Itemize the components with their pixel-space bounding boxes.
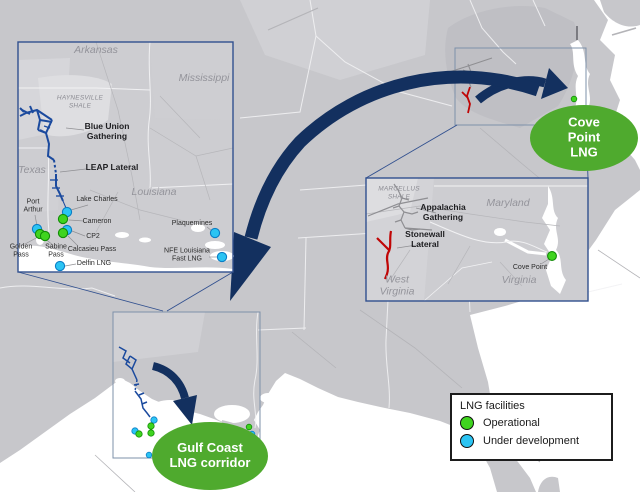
blue-union-gathering-label: Blue Union Gathering [84,121,130,141]
haynesville-shale-label: HAYNESVILLE SHALE [56,94,104,110]
label-lake-charles: Lake Charles [76,195,118,203]
label-plaquemines: Plaquemines [171,219,213,227]
label-cove-point: Cove Point [512,263,548,271]
cove-point-mini-dot [570,95,578,103]
label-leader-lines-2 [396,207,550,265]
legend-label-operational: Operational [483,417,540,429]
cove-point-arrowhead [541,68,568,99]
region-box-appalachia [454,47,587,126]
dot-sabine-pass [39,230,51,242]
state-label-virginia: Virginia [501,274,537,287]
label-delfin-lng: Delfin LNG [76,259,112,267]
legend-dot-operational-icon [460,416,474,430]
label-port-arthur: Port Arthur [23,198,43,214]
dot-plaquemines [209,227,221,239]
legend-item-under-development: Under development [460,434,603,448]
dot-cove-point [547,251,557,261]
state-label-mississippi: Mississippi [178,72,230,85]
dot-delfin-lng [54,260,66,272]
inset-gulf-detail [17,41,234,273]
gulf-corridor-arrow [151,362,189,400]
legend-title: LNG facilities [460,400,525,412]
state-label-arkansas: Arkansas [74,44,118,57]
appalachia-to-gulf-arrow [230,70,541,301]
florida-tip [538,476,560,492]
gulf-coast-callout-label: Gulf Coast LNG corridor [169,440,251,470]
stonewall-lateral-pipeline [376,230,393,280]
inset-appalachia-detail [365,177,589,302]
appalachia-gathering-pipeline [367,183,433,231]
gulf-coast-callout-bubble [152,422,268,490]
state-label-west-virginia: West Virginia [379,273,415,297]
leap-lateral-label: LEAP Lateral [85,162,139,173]
blue-union-pipeline [19,105,67,209]
stonewall-lateral-label: Stonewall Lateral [405,229,445,249]
state-label-maryland: Maryland [486,197,530,210]
marcellus-shale-label: MARCELLUS SHALE [378,185,420,201]
cove-point-callout-bubble [530,105,638,171]
label-cp2: CP2 [86,232,100,240]
label-golden-pass: Golden Pass [9,243,33,259]
northeast-land [600,0,640,27]
gulf-regionbox-shading [113,312,205,362]
legend: LNG facilities Operational Under develop… [450,393,613,461]
state-label-texas: Texas [18,164,46,177]
legend-label-under-development: Under development [483,435,580,447]
label-calcasieu-pass: Calcasieu Pass [67,245,117,253]
dot-nfe-louisiana [216,251,228,263]
legend-dot-under-development-icon [460,434,474,448]
appalachia-gathering-label: Appalachia Gathering [420,202,466,222]
gulf-corridor-arrowhead [173,395,197,425]
dot-cameron [57,213,69,225]
dot-calcasieu-pass [57,227,69,239]
light-region-north [240,0,430,80]
label-cameron: Cameron [82,217,112,225]
label-sabine-pass: Sabine Pass [45,243,67,259]
cove-point-callout-label: Cove Point LNG [567,114,601,160]
legend-item-operational: Operational [460,416,603,430]
state-label-louisiana: Louisiana [131,186,177,199]
label-nfe-louisiana: NFE Louisiana Fast LNG [164,247,210,263]
haynesville-shale-area [38,75,112,137]
